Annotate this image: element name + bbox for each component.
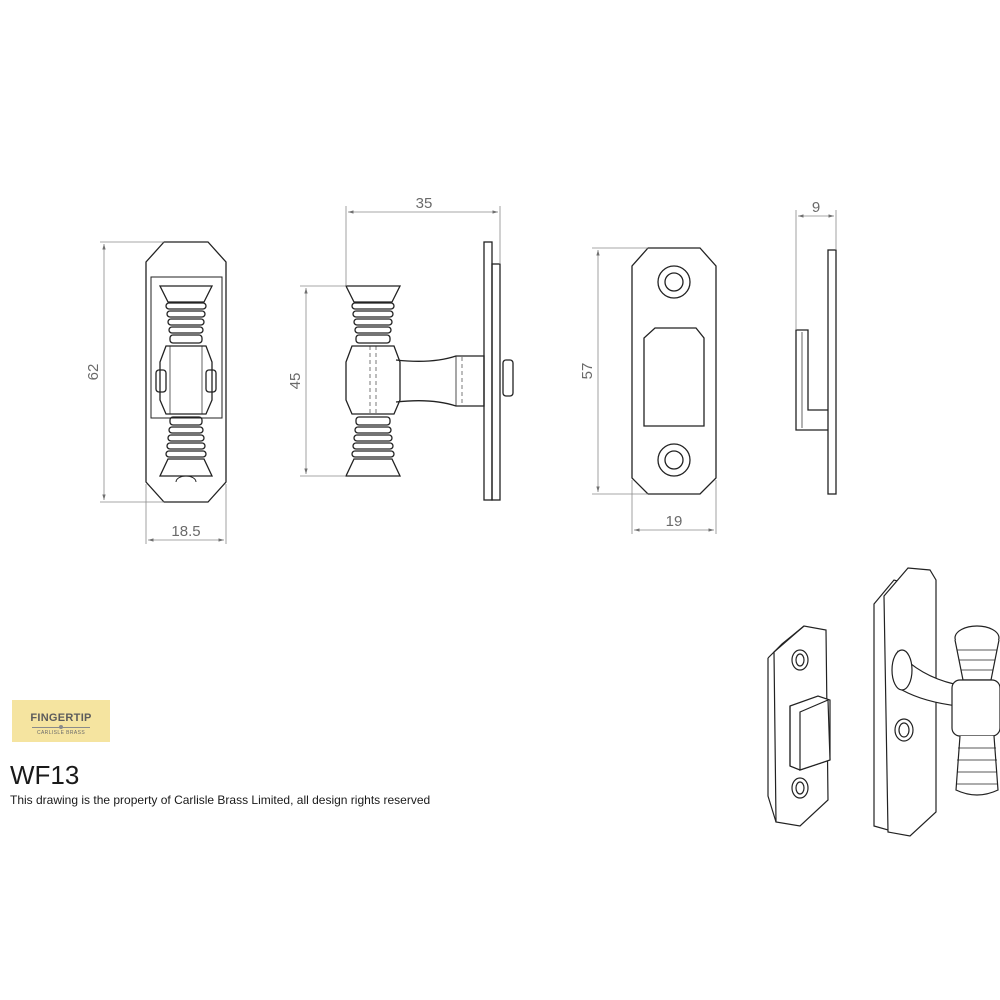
keep-front-view (631, 247, 717, 495)
dim-side-height: 45 (287, 373, 304, 390)
brand-tagline: CARLISLE BRASS (36, 730, 86, 736)
dim-side-depth: 35 (416, 195, 433, 212)
logo-dot (59, 725, 63, 729)
brand-logo: FINGERTIP CARLISLE BRASS (12, 700, 110, 742)
isometric-fastener (873, 567, 1000, 837)
dim-keep-height: 57 (579, 363, 596, 380)
brand-name: FINGERTIP (30, 712, 92, 724)
rights-notice: This drawing is the property of Carlisle… (10, 793, 431, 807)
front-view (145, 241, 227, 503)
dim-keep-depth: 9 (812, 199, 820, 216)
side-view (344, 241, 514, 501)
dim-keep-width: 19 (666, 513, 683, 530)
product-code: WF13 (10, 760, 80, 790)
dimension-lines (100, 206, 837, 544)
dim-front-height: 62 (85, 364, 102, 381)
dim-front-width: 18.5 (171, 523, 200, 540)
keep-side-view (795, 249, 837, 495)
isometric-keep (767, 625, 831, 827)
